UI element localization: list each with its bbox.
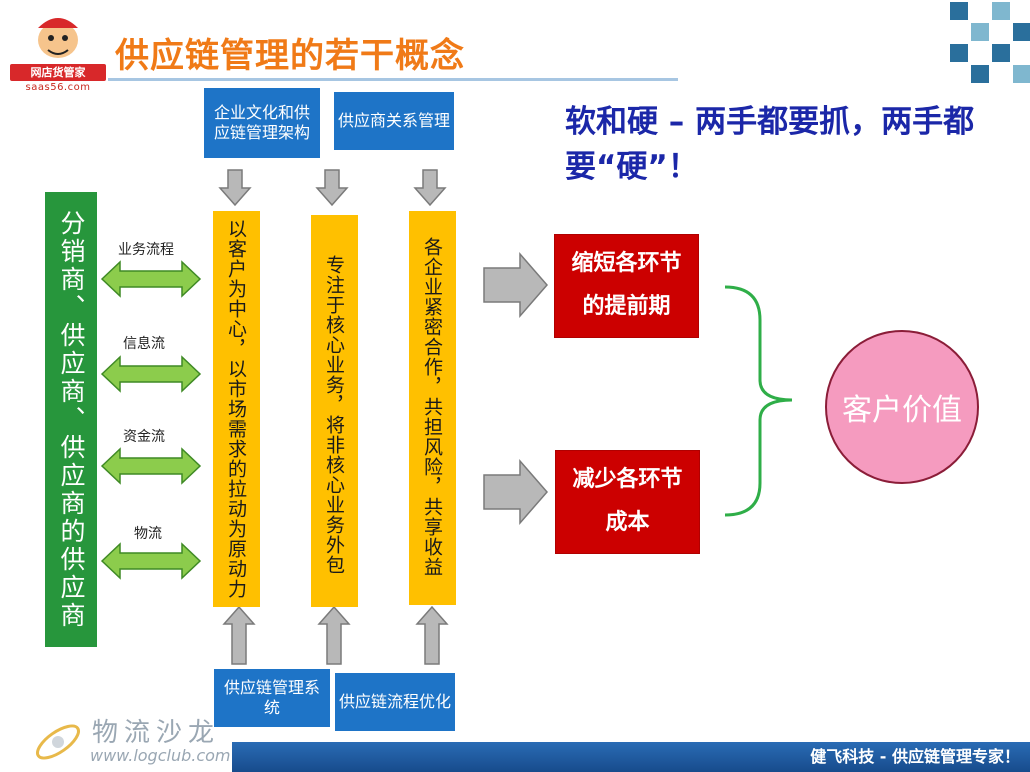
orbit-icon (36, 724, 80, 760)
double-arrow-icon (100, 447, 202, 485)
footer-logo: 物流沙龙 www.logclub.com (30, 712, 231, 770)
customer-value-circle: 客户价值 (825, 330, 979, 484)
mascot-icon (38, 18, 78, 58)
customer-value-label: 客户价值 (842, 393, 962, 428)
flow-label-business: 业务流程 (118, 242, 174, 258)
bottom-box-system: 供应链管理系统 (214, 669, 330, 727)
bottom-box-process: 供应链流程优化 (335, 673, 455, 731)
up-arrow-icon (415, 605, 449, 665)
participants-bar: 分销商、供应商、供应商的供应商 (45, 192, 97, 647)
decorative-grid-icon (950, 2, 1030, 83)
page-title: 供应链管理的若干概念 (115, 36, 465, 76)
brace-icon (724, 285, 793, 517)
logo-url: saas56.com (25, 82, 91, 93)
double-arrow-icon (100, 542, 202, 580)
down-arrow-icon (413, 169, 447, 207)
top-box-culture: 企业文化和供应链管理架构 (204, 88, 320, 158)
up-arrow-icon (222, 605, 256, 665)
down-arrow-icon (315, 169, 349, 207)
footer-bar: 健飞科技 - 供应链管理专家！ (232, 742, 1030, 772)
logo-badge: 网店货管家 (10, 64, 106, 81)
down-arrow-icon (218, 169, 252, 207)
concept-text: 以客户为中心，以市场需求的拉动为原动力 (225, 219, 247, 599)
outcome-cost: 减少各环节成本 (555, 450, 700, 554)
concept-text: 各企业紧密合作，共担风险，共享收益 (421, 237, 443, 577)
concept-column-cooperation: 各企业紧密合作，共担风险，共享收益 (409, 211, 456, 605)
footer-text: 健飞科技 - 供应链管理专家！ (810, 747, 1020, 766)
double-arrow-icon (100, 260, 202, 298)
footer-logo-text: 物流沙龙 (92, 718, 221, 748)
flow-label-logistics: 物流 (134, 526, 162, 542)
top-box-supplier-relations: 供应商关系管理 (334, 92, 454, 150)
flow-label-capital: 资金流 (123, 429, 165, 445)
concept-column-customer: 以客户为中心，以市场需求的拉动为原动力 (213, 211, 260, 607)
outcome-lead-time: 缩短各环节的提前期 (554, 234, 699, 338)
participants-label: 分销商、供应商、供应商的供应商 (57, 209, 86, 630)
flow-label-information: 信息流 (123, 336, 165, 352)
up-arrow-icon (317, 605, 351, 665)
footer-logo-url: www.logclub.com (90, 746, 231, 765)
brand-logo: 网店货管家 saas56.com (8, 10, 108, 96)
slogan: 软和硬 – 两手都要抓，两手都要“硬”！ (565, 104, 975, 185)
title-divider (108, 78, 678, 81)
concept-text: 专注于核心业务，将非核心业务外包 (323, 255, 345, 575)
right-arrow-icon (483, 251, 548, 319)
double-arrow-icon (100, 355, 202, 393)
concept-column-core-business: 专注于核心业务，将非核心业务外包 (311, 215, 358, 607)
right-arrow-icon (483, 458, 548, 526)
